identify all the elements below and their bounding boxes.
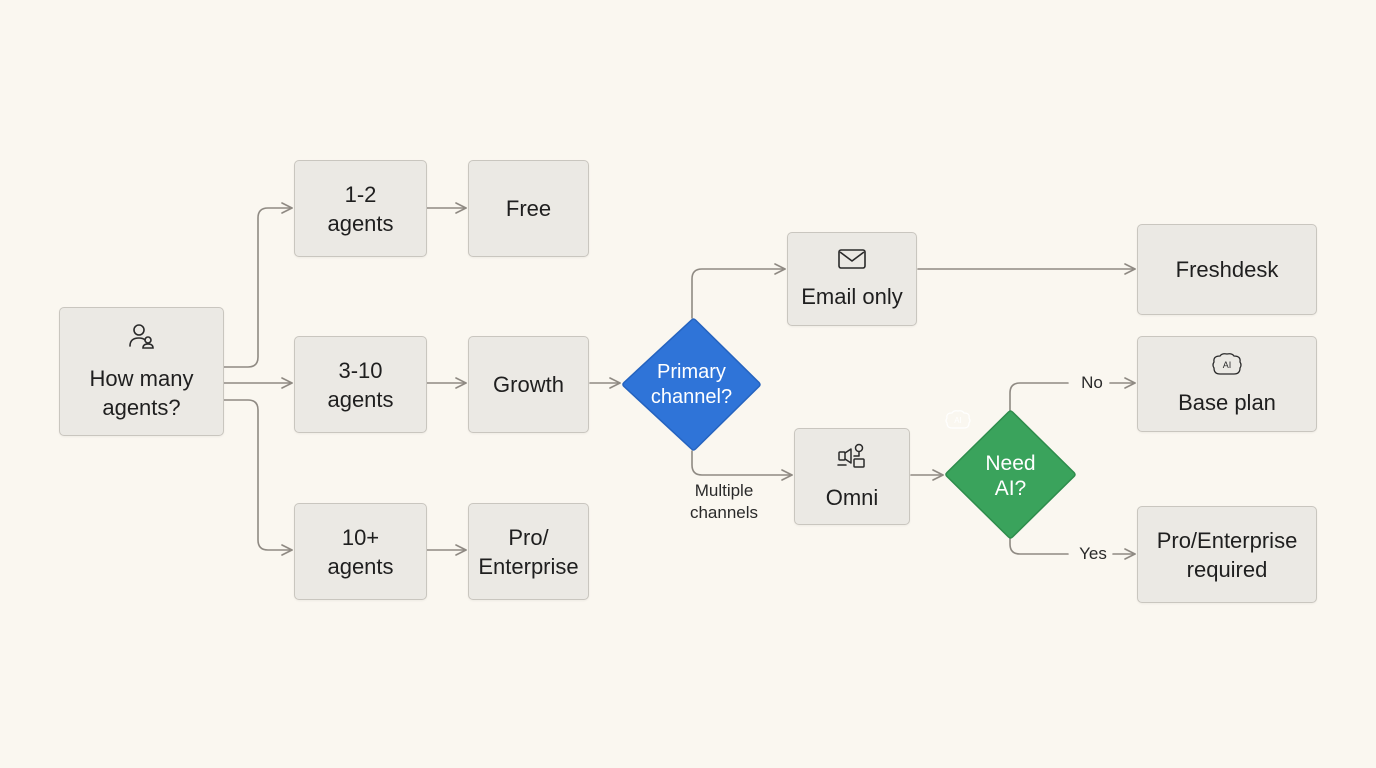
need-ai-diamond-shape (945, 410, 1076, 539)
primary-channel-label: Primary channel? (650, 360, 733, 408)
primary-channel-decision[interactable]: Primary channel? (621, 317, 762, 452)
agents-1-2-label: 1-2 agents (327, 181, 394, 236)
freshdesk-node[interactable]: Freshdesk (1137, 224, 1317, 315)
agents-10-plus-label: 10+ agents (327, 524, 394, 579)
agents-10-plus-node[interactable]: 10+ agents (294, 503, 427, 600)
agents-3-10-label: 3-10 agents (327, 357, 394, 412)
pro-enterprise-required-node[interactable]: Pro/Enterprise required (1137, 506, 1317, 603)
ai-badge-text: AI (954, 416, 962, 425)
edge-label-multiple-channels: Multiple channels (689, 481, 759, 522)
ai-brain-icon: AI (1211, 352, 1243, 385)
need-ai-decision[interactable]: AI Need AI? (944, 409, 1077, 540)
base-plan-node[interactable]: AI Base plan (1137, 336, 1317, 432)
primary-channel-diamond-shape (622, 318, 761, 451)
edge-label-yes: Yes (1079, 544, 1107, 563)
agents-3-10-node[interactable]: 3-10 agents (294, 336, 427, 433)
edge-need-ai-no (1009, 382, 1069, 412)
how-many-agents-label: How many agents? (89, 366, 194, 420)
user-group-icon (127, 321, 157, 358)
edge-primary-to-omni (691, 450, 793, 481)
how-many-agents-node[interactable]: How many agents? (59, 307, 224, 436)
growth-plan-label: Growth (493, 372, 564, 397)
ai-badge-text-2: AI (1223, 360, 1232, 370)
edge-need-ai-yes (1009, 537, 1069, 555)
base-plan-label: Base plan (1178, 389, 1276, 415)
edge-primary-to-email (691, 263, 786, 319)
email-only-node[interactable]: Email only (787, 232, 917, 326)
agents-1-2-node[interactable]: 1-2 agents (294, 160, 427, 257)
omni-label: Omni (825, 484, 879, 510)
pro-enterprise-label: Pro/ Enterprise (478, 524, 579, 579)
email-only-label: Email only (801, 284, 903, 309)
envelope-icon (837, 247, 867, 278)
pro-enterprise-node[interactable]: Pro/ Enterprise (468, 503, 589, 600)
multichannel-icon (836, 442, 868, 479)
omni-node[interactable]: Omni (794, 428, 910, 525)
free-plan-label: Free (505, 196, 552, 221)
edge-how-many-to-1-2 (223, 202, 293, 368)
need-ai-label: Need AI? (985, 451, 1036, 500)
freshdesk-label: Freshdesk (1175, 257, 1279, 282)
growth-plan-node[interactable]: Growth (468, 336, 589, 433)
edge-how-many-to-10-plus (223, 399, 293, 556)
edge-label-no: No (1081, 373, 1103, 392)
pro-enterprise-required-label: Pro/Enterprise required (1156, 527, 1298, 582)
free-plan-node[interactable]: Free (468, 160, 589, 257)
